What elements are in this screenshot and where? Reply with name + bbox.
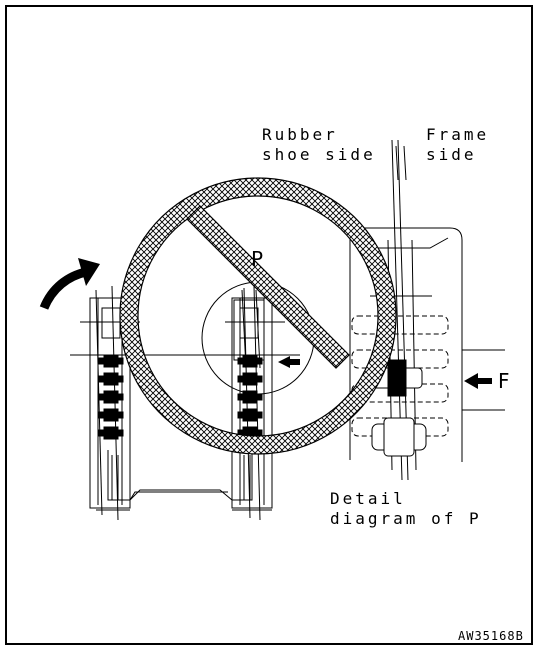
label-leaders [395, 145, 407, 181]
arrow-f-icon [464, 373, 492, 389]
detail-label-line1: Detail [330, 489, 406, 508]
rubber-shoe-side-label-line2: shoe side [262, 145, 376, 164]
rubber-shoe-side-label-line1: Rubber [262, 125, 338, 144]
f-marker: F [498, 369, 510, 393]
figure-code: AW35168B [458, 629, 524, 643]
small-arrow-left-icon [278, 356, 300, 368]
frame-rollers [371, 359, 427, 457]
bolt-stack-right [237, 354, 263, 440]
rotation-arrow-icon [39, 258, 100, 310]
frame-side-label-line1: Frame [426, 125, 490, 144]
bolt-stack-left [98, 354, 124, 440]
p-marker: P [251, 247, 264, 271]
frame-side-label-line2: side [426, 145, 477, 164]
prohibition-symbol-icon [119, 177, 397, 455]
detail-label-line2: diagram of P [330, 509, 482, 528]
figure-frame [5, 5, 533, 645]
